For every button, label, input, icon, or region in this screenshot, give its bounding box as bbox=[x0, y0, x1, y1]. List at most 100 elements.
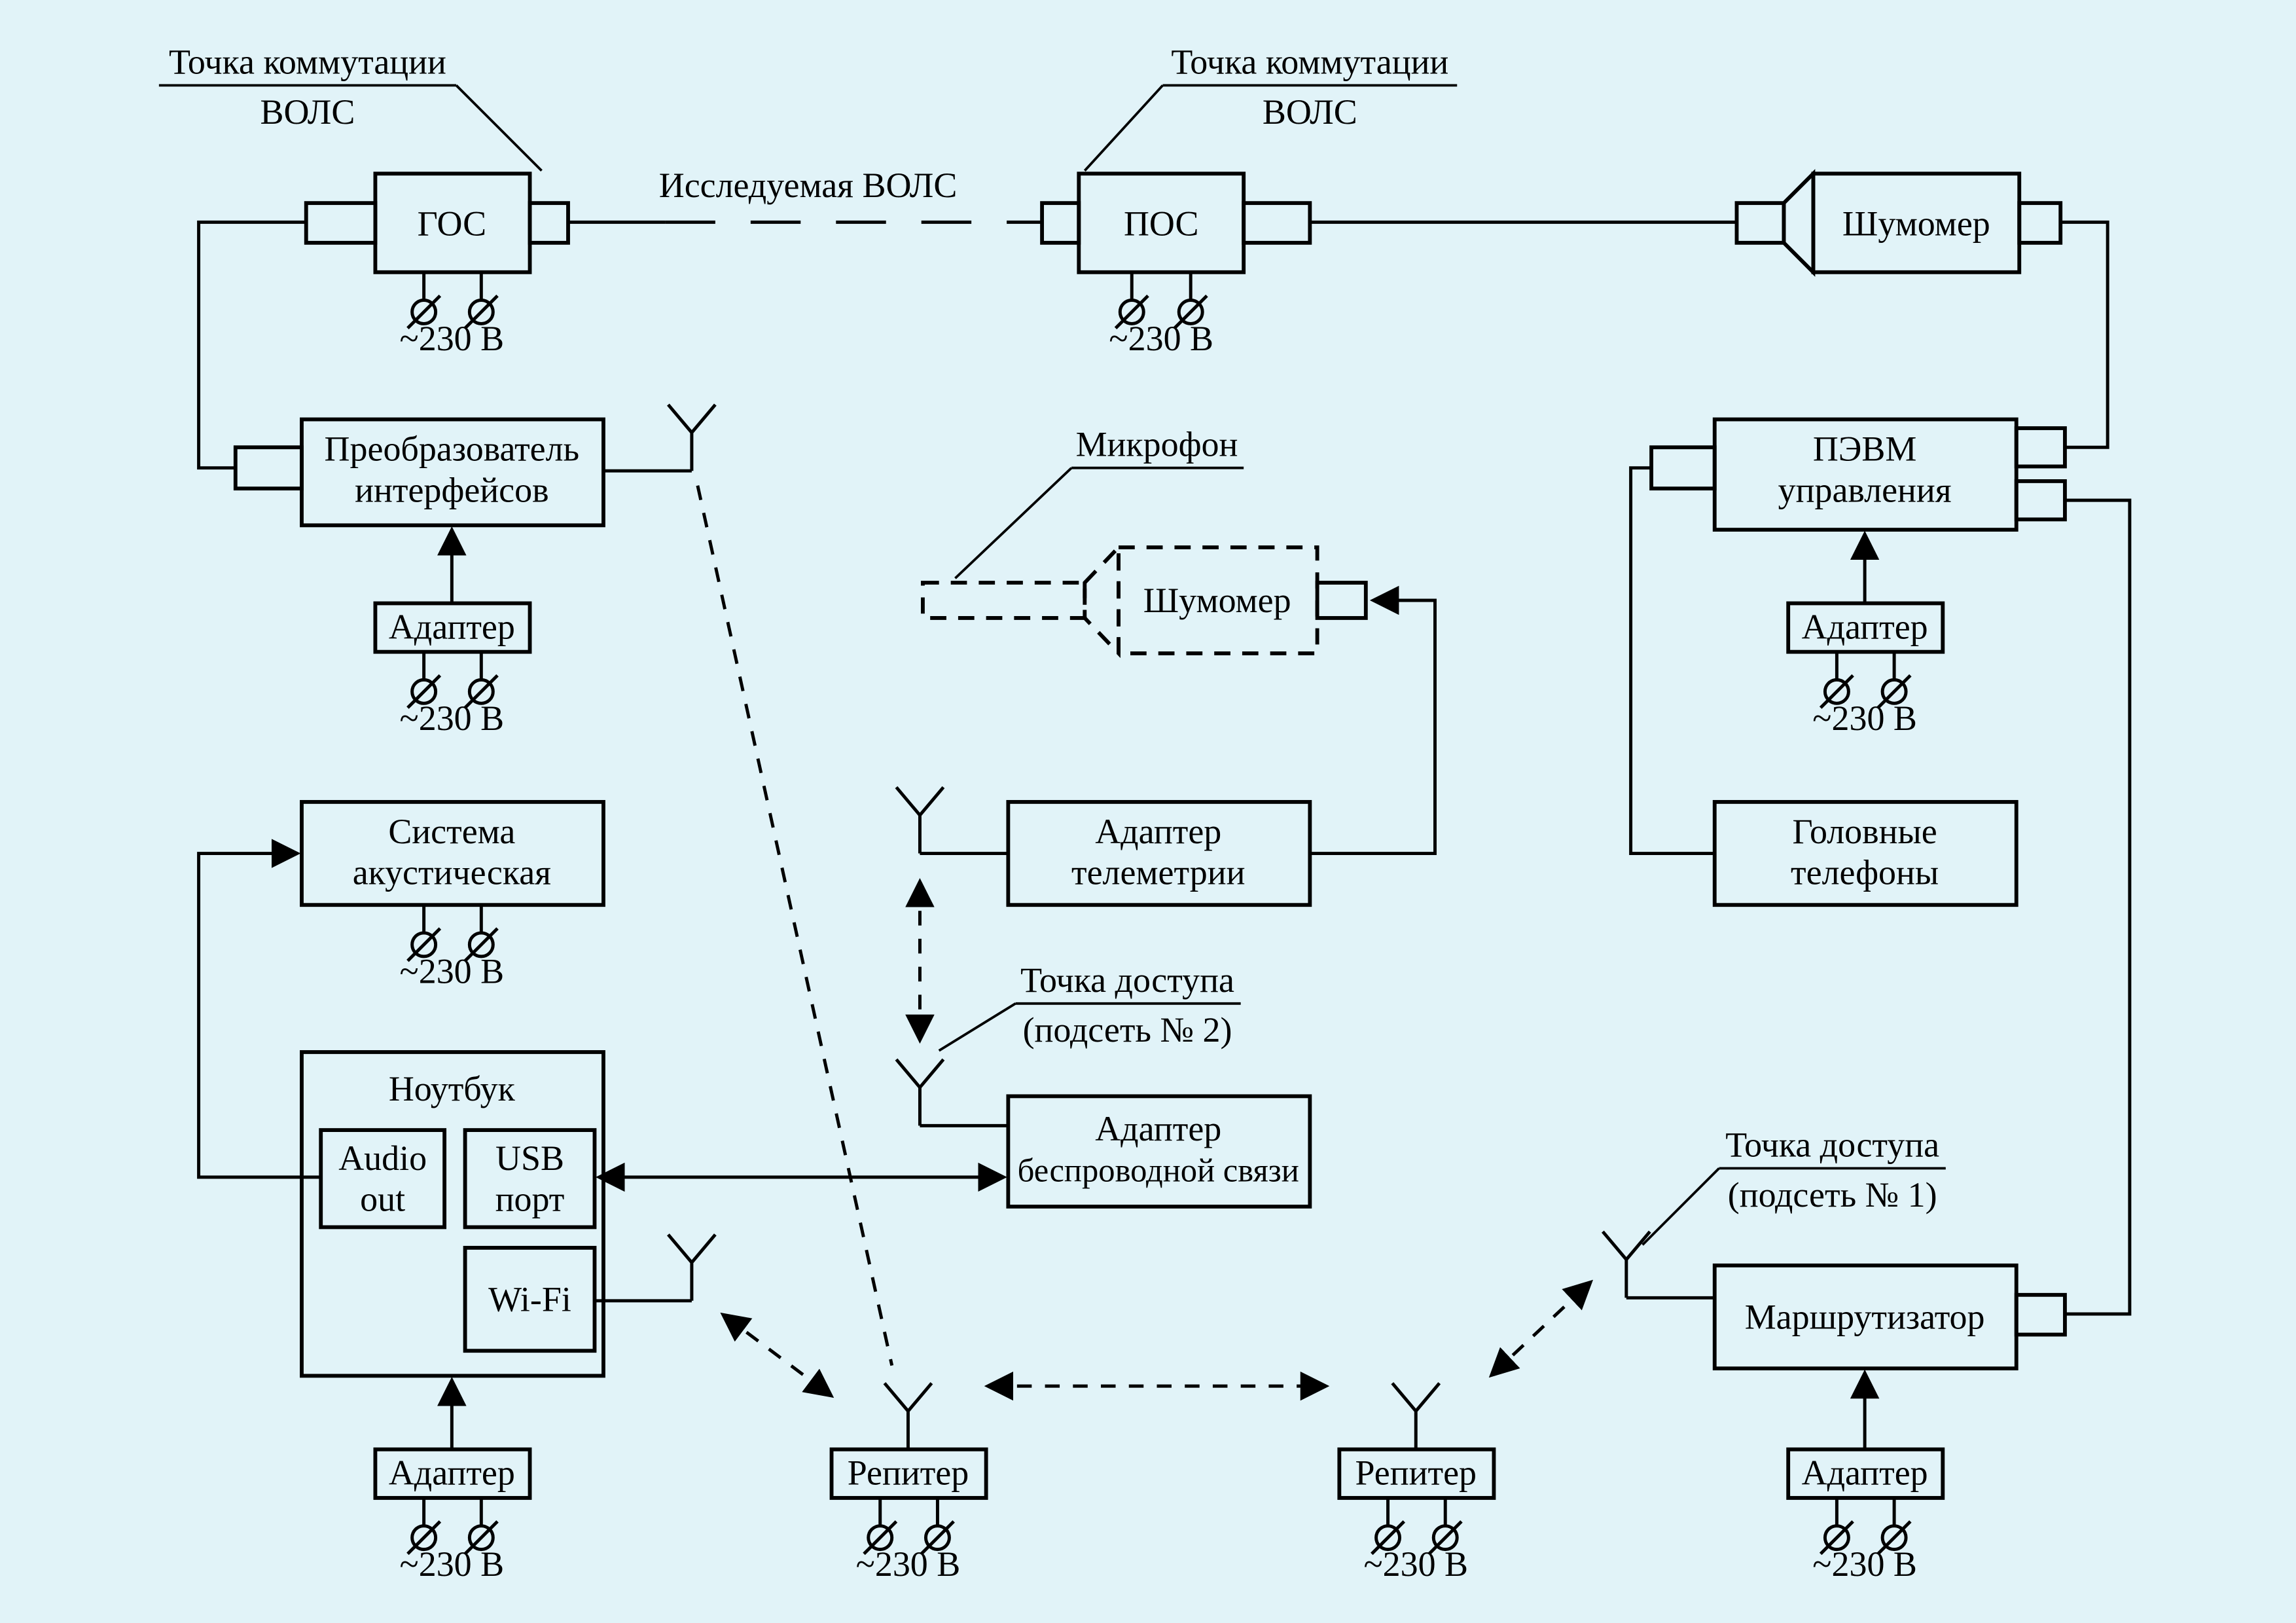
radio-link-wifi-to-repeater bbox=[720, 1312, 834, 1398]
sound-meter-right-port bbox=[2017, 201, 2063, 245]
mains-voltage-label: ~230 В bbox=[1363, 1544, 1468, 1584]
radio-link-converter-to-repeater bbox=[696, 485, 894, 1366]
microphone-label: Микрофон bbox=[1076, 425, 1238, 464]
audio-out-label-line2: out bbox=[360, 1180, 405, 1219]
sound-meter-left-port bbox=[1734, 201, 1786, 245]
interface-converter-left-port bbox=[233, 445, 304, 491]
power-adapter-router: ~230 В bbox=[1812, 1498, 1917, 1584]
block-control-pc: ПЭВМ управления bbox=[1649, 417, 2067, 532]
mains-voltage-label: ~230 В bbox=[400, 1544, 505, 1584]
adapter-label: Адаптер bbox=[1802, 607, 1928, 646]
control-pc-right-port-top bbox=[2014, 426, 2067, 469]
telemetry-adapter-label-line1: Адаптер bbox=[1095, 812, 1221, 851]
adapter-label: Адаптер bbox=[389, 1453, 515, 1493]
pos-left-port bbox=[1040, 201, 1081, 245]
mains-voltage-label: ~230 В bbox=[400, 951, 505, 991]
wireless-adapter-box bbox=[1006, 1094, 1312, 1209]
access-point-2-line2: (подсеть № 2) bbox=[1023, 1010, 1232, 1049]
power-adapter-laptop: ~230 В bbox=[400, 1498, 505, 1584]
usb-port-box bbox=[463, 1128, 597, 1230]
block-adapter-converter: Адаптер bbox=[373, 601, 532, 654]
block-adapter-router: Адаптер bbox=[1786, 1447, 1945, 1500]
access-point-1-line1: Точка доступа bbox=[1725, 1125, 1939, 1165]
block-headphones: Головные телефоны bbox=[1712, 799, 2018, 907]
leader-microphone bbox=[954, 466, 1244, 579]
laptop-box bbox=[300, 1050, 605, 1378]
power-pos: ~230 В bbox=[1109, 272, 1213, 358]
headphones-label-line1: Головные bbox=[1793, 812, 1937, 851]
pos-label: ПОС bbox=[1124, 204, 1199, 244]
power-repeater-left: ~230 В bbox=[856, 1498, 960, 1584]
wire-telemetry-to-microphone bbox=[1310, 585, 1437, 856]
wire-pc-to-router bbox=[2064, 498, 2132, 1316]
fiber-under-test-label: Исследуемая ВОЛС bbox=[659, 166, 958, 205]
leader-commutation-point-right bbox=[1083, 84, 1458, 172]
control-pc-left-port bbox=[1649, 445, 1717, 491]
usb-port-label-line2: порт bbox=[495, 1180, 565, 1219]
mains-voltage-label: ~230 В bbox=[1109, 319, 1213, 358]
wires bbox=[197, 220, 2132, 1450]
leader-commutation-point-left bbox=[158, 84, 543, 172]
sound-meter-label: Шумомер bbox=[1842, 204, 1990, 244]
radio-link-repeater-to-router bbox=[1488, 1279, 1594, 1378]
block-gos: ГОС bbox=[304, 172, 570, 274]
control-pc-label-line2: управления bbox=[1778, 470, 1952, 509]
audio-out-label-line1: Audio bbox=[338, 1139, 427, 1178]
antenna-icon bbox=[896, 1059, 943, 1125]
telemetry-adapter-label-line2: телеметрии bbox=[1071, 853, 1245, 892]
headphones-label-line2: телефоны bbox=[1791, 853, 1939, 892]
access-point-2-line1: Точка доступа bbox=[1020, 960, 1234, 1000]
block-sound-meter-mic: Шумомер bbox=[921, 542, 1368, 659]
adapter-box bbox=[1786, 1447, 1945, 1500]
repeater-label: Репитер bbox=[848, 1453, 969, 1493]
block-telemetry-adapter: Адаптер телеметрии bbox=[896, 787, 1312, 907]
commutation-point-left-line1: Точка коммутации bbox=[169, 42, 446, 81]
block-interface-converter: Преобразователь интерфейсов bbox=[233, 405, 715, 528]
gos-right-port bbox=[528, 201, 570, 245]
adapter-label: Адаптер bbox=[389, 607, 515, 646]
antenna-icon bbox=[1603, 1231, 1650, 1298]
block-router: Маршрутизатор bbox=[1603, 1231, 2067, 1371]
wireless-adapter-label-line1: Адаптер bbox=[1095, 1109, 1221, 1148]
antenna-icon bbox=[668, 1235, 715, 1301]
annotation-texts: Точка коммутации ВОЛС Точка коммутации В… bbox=[169, 42, 1939, 1214]
leader-access-point-2 bbox=[938, 1002, 1241, 1052]
wireless-adapter-label-line2: беспроводной связи bbox=[1018, 1152, 1299, 1189]
power-repeater-right: ~230 В bbox=[1363, 1498, 1468, 1584]
block-adapter-laptop: Адаптер bbox=[373, 1447, 532, 1500]
gos-left-port bbox=[304, 201, 378, 245]
repeater-label: Репитер bbox=[1355, 1453, 1477, 1493]
gos-label: ГОС bbox=[418, 204, 486, 244]
mains-voltage-label: ~230 В bbox=[1812, 1544, 1917, 1584]
leader-lines bbox=[158, 84, 1946, 1246]
acoustic-system-box bbox=[300, 799, 605, 907]
mains-voltage-label: ~230 В bbox=[400, 699, 505, 738]
audio-out-box bbox=[319, 1128, 447, 1230]
block-wireless-adapter: Адаптер беспроводной связи bbox=[896, 1059, 1312, 1209]
block-acoustic-system: Система акустическая bbox=[300, 799, 605, 907]
power-adapter-pc: ~230 В bbox=[1812, 652, 1917, 738]
block-adapter-pc: Адаптер bbox=[1786, 601, 1945, 654]
commutation-point-right-line1: Точка коммутации bbox=[1171, 42, 1448, 81]
power-acoustic: ~230 В bbox=[400, 905, 505, 991]
mic-sound-meter-label: Шумомер bbox=[1143, 581, 1291, 620]
block-pos: ПОС bbox=[1040, 172, 1312, 274]
wire-audioout-to-acoustic bbox=[197, 839, 321, 1179]
interface-converter-label-line2: интерфейсов bbox=[355, 470, 548, 509]
antenna-icon bbox=[884, 1383, 931, 1450]
power-adapter-converter: ~230 В bbox=[400, 652, 505, 738]
adapter-box bbox=[373, 1447, 532, 1500]
adapter-box bbox=[1786, 601, 1945, 654]
router-label: Маршрутизатор bbox=[1745, 1298, 1985, 1337]
commutation-point-left-line2: ВОЛС bbox=[260, 92, 355, 132]
acoustic-system-label-line1: Система bbox=[388, 812, 515, 851]
wire-soundmeter-to-pc bbox=[2060, 220, 2109, 449]
laptop-label: Ноутбук bbox=[389, 1069, 516, 1108]
block-repeater-left: Репитер bbox=[829, 1383, 988, 1500]
access-point-1-line2: (подсеть № 1) bbox=[1728, 1175, 1937, 1214]
block-sound-meter: Шумомер bbox=[1734, 169, 2063, 277]
control-pc-label-line1: ПЭВМ bbox=[1813, 429, 1917, 468]
antenna-icon bbox=[1392, 1383, 1439, 1450]
wifi-label: Wi-Fi bbox=[488, 1280, 571, 1319]
antenna-icon bbox=[896, 787, 943, 853]
